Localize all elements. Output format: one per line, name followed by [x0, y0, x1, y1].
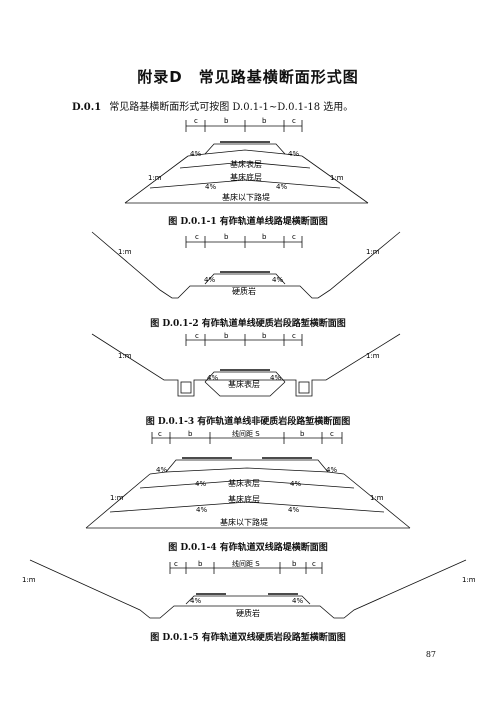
- pct-right: 4%: [288, 150, 299, 158]
- slope-left: 1:m: [118, 352, 132, 360]
- pct-left: 4%: [207, 374, 218, 382]
- slope-left: 1:m: [110, 494, 124, 502]
- pct-right: 4%: [292, 597, 303, 605]
- pct-mid-left: 4%: [195, 480, 206, 488]
- dim-c-left: c: [174, 560, 178, 568]
- caption-fig5: 图 D.0.1-5 有砟轨道双线硬质岩段路堑横断面图: [150, 633, 346, 643]
- slope-right: 1:m: [366, 248, 380, 256]
- dim-b-right: b: [262, 332, 267, 340]
- layer-bottom: 基床底层: [230, 172, 262, 182]
- clause-number: D.0.1: [72, 102, 102, 113]
- dim-c-right: c: [292, 117, 296, 125]
- layer-surface: 基床表层: [228, 379, 260, 389]
- slope-right: 1:m: [330, 174, 344, 182]
- intro-paragraph: D.0.1 常见路基横断面形式可按图 D.0.1-1~D.0.1-18 选用。: [72, 98, 353, 113]
- diagram-single-soil-cutting: c b b c 4% 4% 基床表层 1:m 1:m: [91, 332, 401, 397]
- diagram-single-rock-cutting: c b b c 4% 4% 硬质岩 1:m 1:m: [91, 231, 401, 299]
- pct-bottom-left: 4%: [205, 183, 216, 191]
- pct-left: 4%: [156, 466, 167, 474]
- dim-c-right: c: [330, 430, 334, 438]
- pct-left: 4%: [190, 597, 201, 605]
- slope-right: 1:m: [462, 576, 476, 584]
- pct-bottom-right: 4%: [288, 506, 299, 514]
- figure-d-0-1-2: c b b c 4% 4% 硬质岩 1:m 1:m: [0, 228, 496, 314]
- slope-left: 1:m: [148, 174, 162, 182]
- layer-rock: 硬质岩: [236, 608, 260, 618]
- caption-fig3: 图 D.0.1-3 有砟轨道单线非硬质岩段路堑横断面图: [145, 417, 351, 427]
- dim-b-left: b: [198, 560, 203, 568]
- layer-embankment: 基床以下路堤: [220, 517, 268, 527]
- layer-rock: 硬质岩: [232, 286, 256, 296]
- dim-spacing: 线间距 S: [232, 429, 260, 438]
- dim-c-left: c: [194, 117, 198, 125]
- pct-left: 4%: [204, 276, 215, 284]
- dim-b-left: b: [224, 117, 229, 125]
- layer-embankment: 基床以下路堤: [222, 192, 270, 202]
- layer-surface: 基床表层: [230, 159, 262, 169]
- clause-text: 常见路基横断面形式可按图 D.0.1-1~D.0.1-18 选用。: [109, 102, 354, 113]
- dim-b-right: b: [292, 560, 297, 568]
- pct-mid-right: 4%: [290, 480, 301, 488]
- pct-right: 4%: [270, 374, 281, 382]
- page-number: 87: [425, 650, 436, 659]
- dim-c-right: c: [292, 233, 296, 241]
- slope-right: 1:m: [366, 352, 380, 360]
- slope-right: 1:m: [370, 494, 384, 502]
- figure-d-0-1-1: c b b c 4% 4% 基床表层 基床底层 4% 4% 基床以下路堤 1:m…: [0, 108, 496, 210]
- dim-c-right: c: [292, 332, 296, 340]
- pct-bottom-right: 4%: [276, 183, 287, 191]
- layer-surface: 基床表层: [228, 478, 260, 488]
- caption-fig1: 图 D.0.1-1 有砟轨道单线路堤横断面图: [168, 217, 328, 227]
- layer-bottom: 基床底层: [228, 494, 260, 504]
- figure-d-0-1-4: c b 线间距 S b c 4% 4% 基床表层 4% 4% 基床底层 4% 4…: [0, 428, 496, 538]
- dim-c-left: c: [195, 332, 199, 340]
- diagram-single-embankment: c b b c 4% 4% 基床表层 基床底层 4% 4% 基床以下路堤 1:m…: [124, 117, 369, 204]
- figure-d-0-1-3: c b b c 4% 4% 基床表层 1:m 1:m: [0, 330, 496, 410]
- dim-b-right: b: [300, 430, 305, 438]
- dim-b-left: b: [224, 233, 229, 241]
- dim-b-left: b: [188, 430, 193, 438]
- pct-left: 4%: [190, 150, 201, 158]
- dim-c-left: c: [195, 233, 199, 241]
- pct-right: 4%: [326, 466, 337, 474]
- pct-right: 4%: [272, 276, 283, 284]
- dim-c-left: c: [158, 430, 162, 438]
- dim-b-right: b: [262, 117, 267, 125]
- figure-d-0-1-5: c b 线间距 S b c 4% 4% 硬质岩 1:m 1:m: [0, 556, 496, 626]
- pct-bottom-left: 4%: [196, 506, 207, 514]
- caption-fig4: 图 D.0.1-4 有砟轨道双线路堤横断面图: [168, 543, 328, 553]
- caption-fig2: 图 D.0.1-2 有砟轨道单线硬质岩段路堑横断面图: [150, 319, 346, 329]
- diagram-double-rock-cutting: c b 线间距 S b c 4% 4% 硬质岩 1:m 1:m: [22, 559, 476, 619]
- slope-left: 1:m: [22, 576, 36, 584]
- dim-spacing: 线间距 S: [232, 559, 260, 568]
- dim-c-right: c: [312, 560, 316, 568]
- dim-b-left: b: [224, 332, 229, 340]
- appendix-title: 附录D 常见路基横断面形式图: [137, 68, 359, 86]
- dim-b-right: b: [262, 233, 267, 241]
- slope-left: 1:m: [118, 248, 132, 256]
- diagram-double-embankment: c b 线间距 S b c 4% 4% 基床表层 4% 4% 基床底层 4% 4…: [85, 429, 411, 529]
